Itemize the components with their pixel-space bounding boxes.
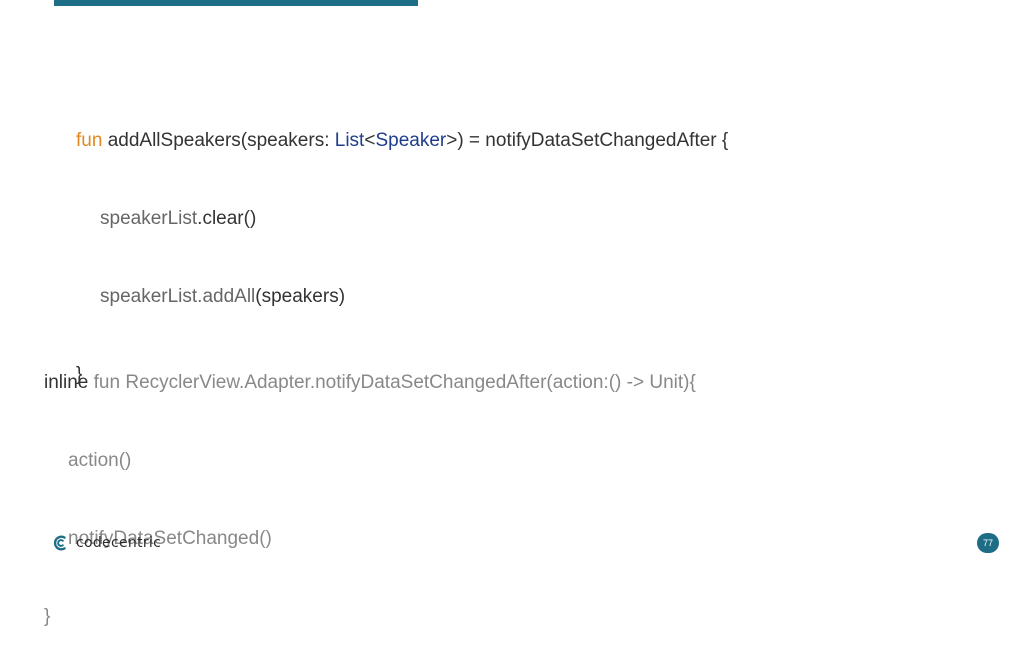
- codecentric-logo: codecentric: [52, 533, 161, 553]
- logo-text: codecentric: [76, 535, 162, 551]
- code-line: }: [76, 362, 728, 388]
- function-signature: addAllSpeakers(speakers:: [102, 130, 335, 151]
- code-line: inline fun RecyclerView.Adapter.notifyDa…: [44, 370, 696, 396]
- type-list: List: [334, 130, 365, 151]
- code-block-add-all-speakers: fun addAllSpeakers(speakers: List<Speake…: [76, 76, 728, 414]
- page-number-badge: 77: [977, 533, 999, 553]
- method-call: .clear(): [197, 208, 257, 229]
- code-block-inline-extension: inline fun RecyclerView.Adapter.notifyDa…: [44, 318, 696, 656]
- code-line: }: [44, 604, 696, 630]
- code-line: notifyDataSetChanged(): [44, 526, 696, 552]
- object-speaker-list: speakerList: [100, 208, 198, 229]
- method-args: (speakers): [255, 286, 346, 307]
- code-line: action(): [44, 448, 696, 474]
- code-line: fun addAllSpeakers(speakers: List<Speake…: [76, 128, 728, 154]
- action-call: action(): [68, 450, 132, 471]
- method-name: .addAll: [197, 286, 256, 307]
- function-signature-rest: >) = notifyDataSetChangedAfter {: [446, 130, 729, 151]
- top-accent-bar: [54, 0, 418, 6]
- extension-signature: fun RecyclerView.Adapter.notifyDataSetCh…: [88, 372, 696, 393]
- type-speaker: Speaker: [375, 130, 447, 151]
- code-line: speakerList.addAll(speakers): [76, 284, 728, 310]
- object-speaker-list: speakerList: [100, 286, 198, 307]
- closing-brace: }: [44, 606, 51, 627]
- keyword-fun: fun: [76, 130, 103, 151]
- code-line: speakerList.clear(): [76, 206, 728, 232]
- codecentric-logo-icon: [53, 535, 66, 551]
- notify-call: notifyDataSetChanged(): [68, 528, 272, 549]
- generic-open: <: [364, 130, 376, 151]
- closing-brace: }: [76, 364, 83, 385]
- keyword-inline: inline: [44, 372, 89, 393]
